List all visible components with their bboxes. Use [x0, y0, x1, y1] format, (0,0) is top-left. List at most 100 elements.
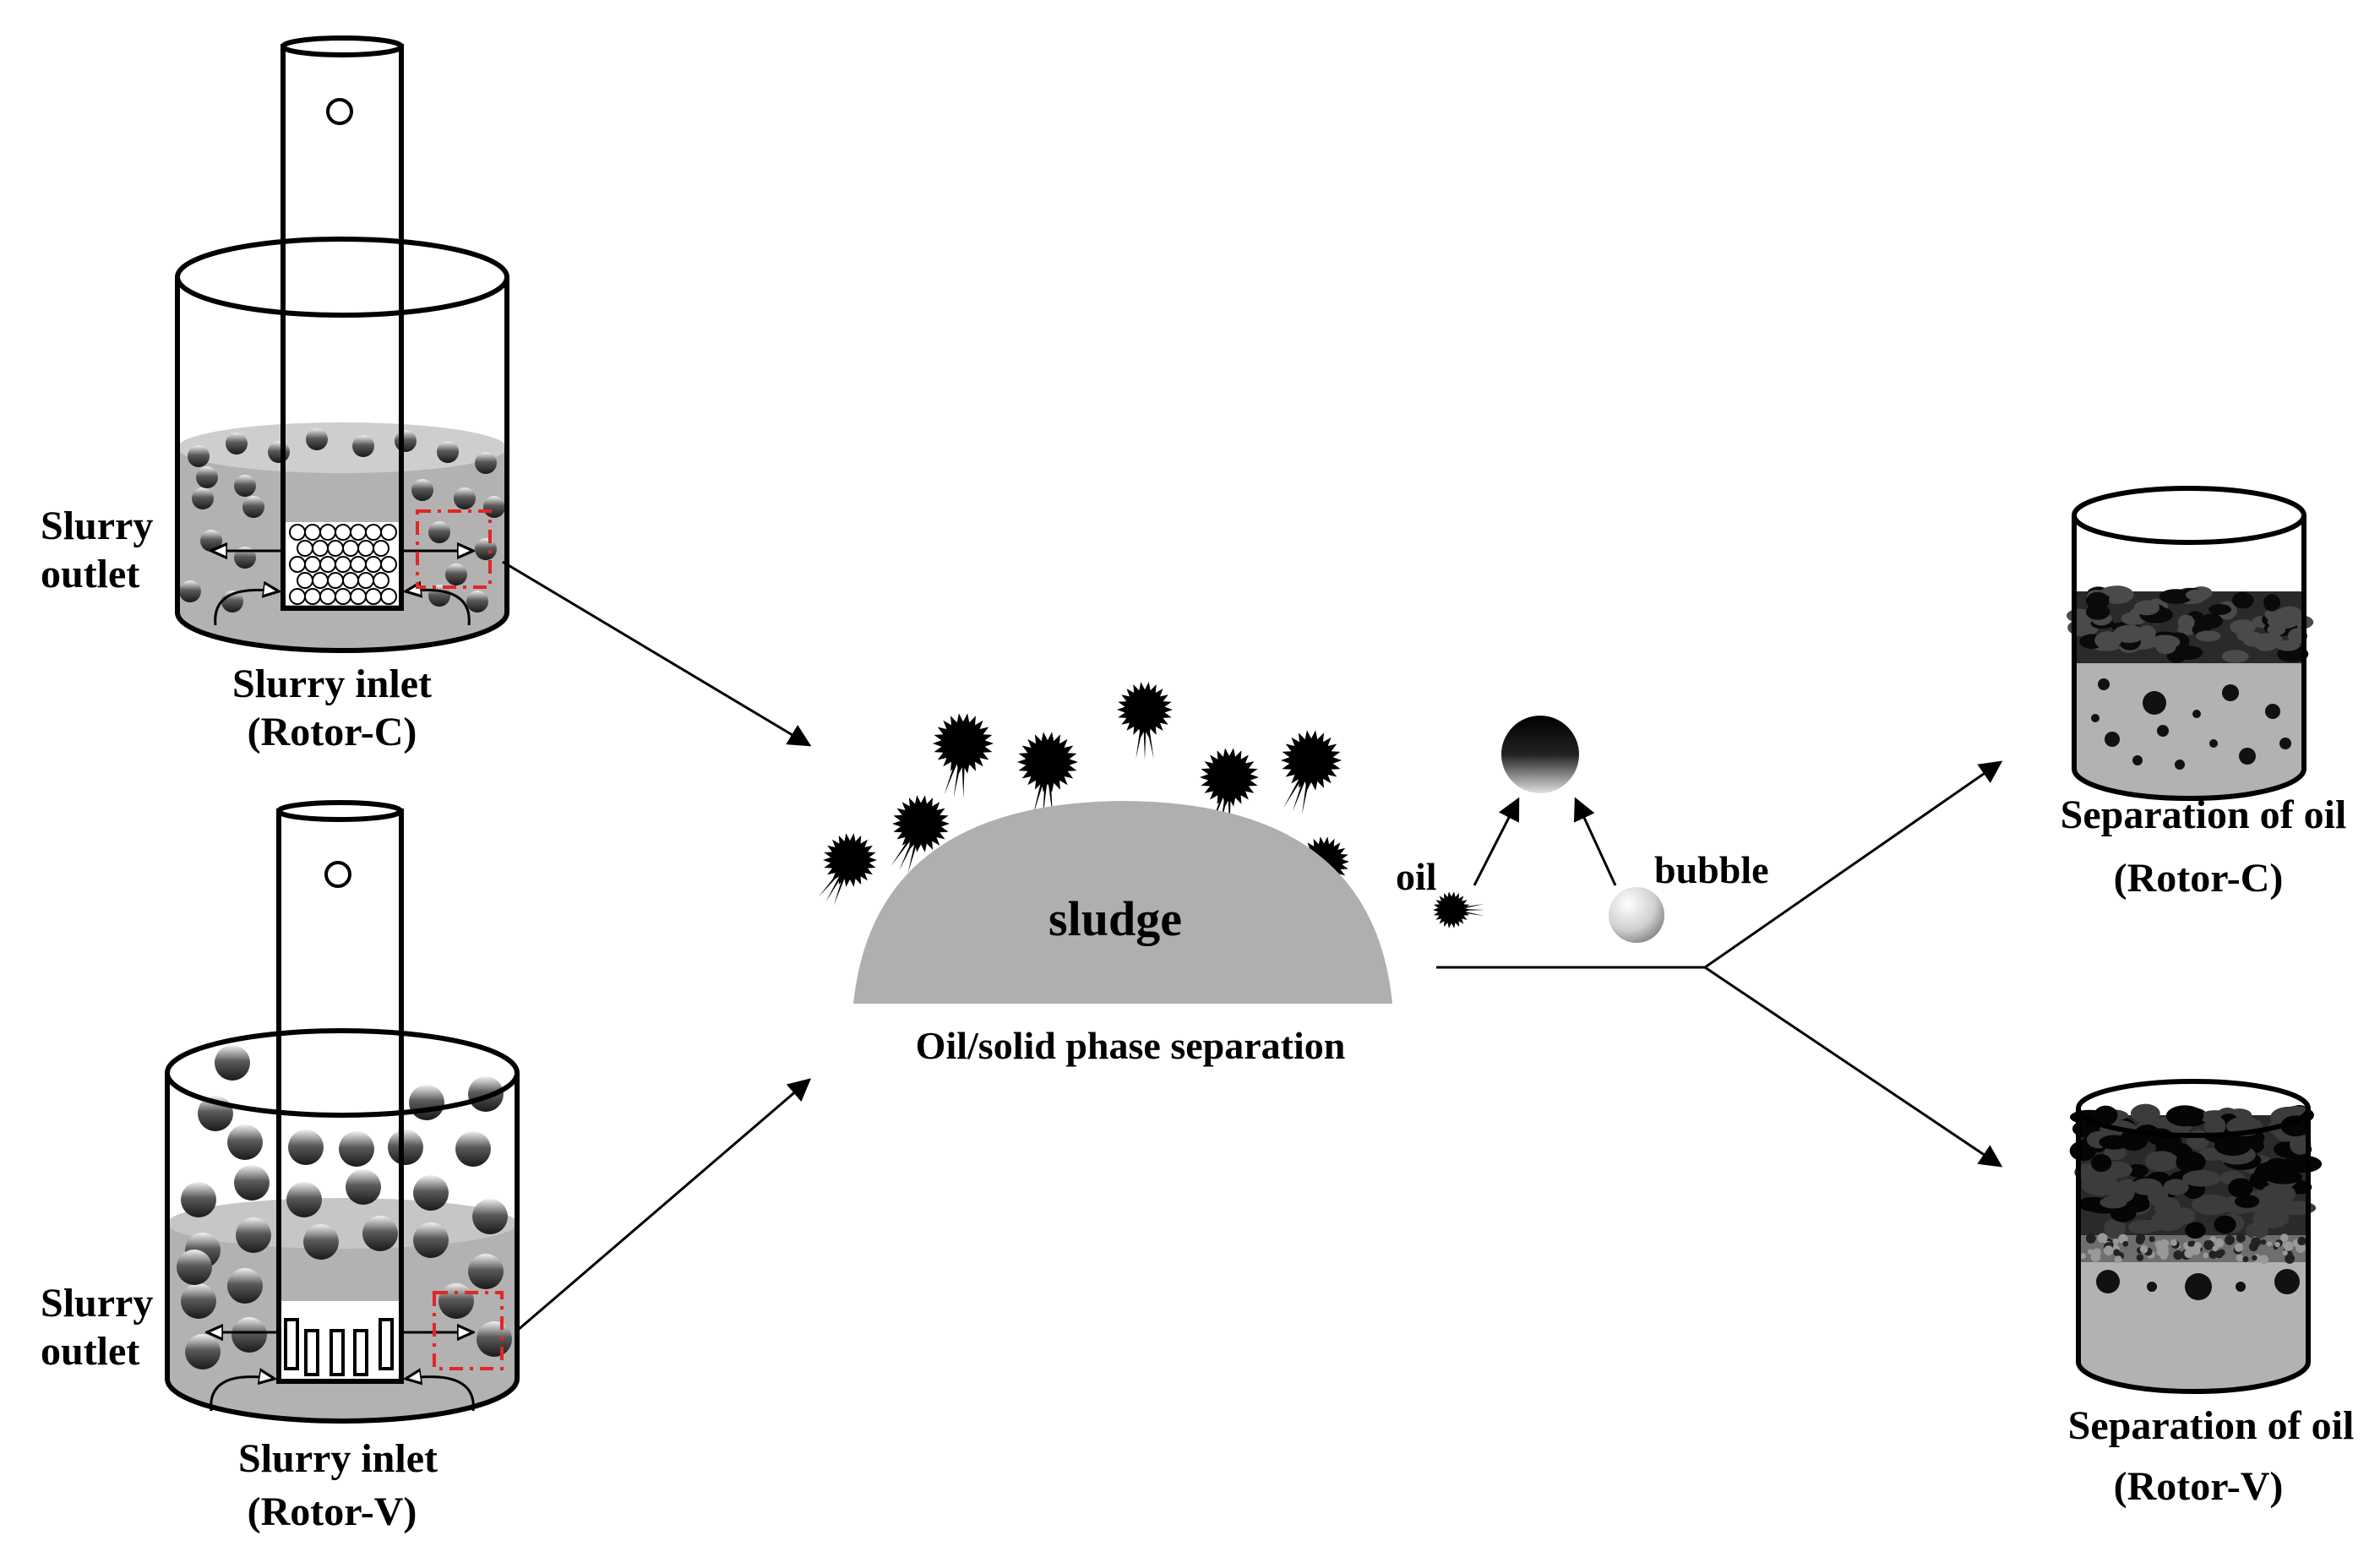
result-v-title: Separation of oil — [2068, 1403, 2355, 1448]
slurry-particle — [475, 538, 497, 560]
slurry-outlet-label-v2: outlet — [41, 1329, 139, 1374]
froth-bubble — [2094, 1105, 2118, 1125]
froth-bubble — [2264, 608, 2286, 621]
froth-bubble — [2203, 1115, 2226, 1136]
rotor-c-hole — [365, 588, 382, 605]
slurry-particle — [215, 1045, 250, 1081]
froth-layer-c — [2066, 585, 2314, 663]
slurry-particle — [288, 1130, 324, 1165]
rotor-c-hole — [304, 556, 321, 573]
vessel-body-c — [175, 277, 509, 653]
sand-grain — [2113, 1249, 2121, 1256]
sand-grain — [2139, 1244, 2149, 1254]
rotor-c-hole — [365, 556, 382, 573]
tank-rotor-v — [165, 800, 520, 1424]
rotor-c-hole — [289, 588, 306, 605]
slurry-particle — [185, 1334, 221, 1369]
slurry-outlet-label-c2: outlet — [41, 552, 139, 596]
bubble-icon — [1609, 887, 1664, 943]
slurry-inlet-label-c: Slurry inlet — [232, 662, 432, 706]
slurry-particle — [196, 466, 218, 488]
slurry-particle — [411, 479, 433, 501]
froth-bubble — [2228, 1178, 2253, 1198]
slurry-particle — [181, 1182, 216, 1217]
sediment-dot — [2279, 738, 2291, 749]
froth-bubble — [2252, 633, 2279, 651]
rotor-c-hole — [373, 572, 389, 589]
spiky-oil-particles — [818, 682, 1349, 907]
sediment-dots-v — [2096, 1269, 2300, 1300]
froth-bubble — [2100, 1196, 2127, 1209]
sand-grain — [2079, 1253, 2087, 1260]
froth-bubble — [2192, 1194, 2232, 1216]
sand-grain — [2187, 1240, 2194, 1247]
rotor-v-slot — [304, 1329, 319, 1376]
sand-grain — [2251, 1237, 2262, 1248]
froth-bubble — [2195, 630, 2221, 642]
froth-bubble — [2091, 1154, 2112, 1173]
rotor-c-hole — [297, 540, 313, 557]
sand-grain — [2242, 1255, 2249, 1262]
froth-bubble — [2094, 631, 2121, 650]
sand-grain — [2097, 1233, 2108, 1244]
spiky-oil-particle — [1017, 732, 1078, 817]
froth-bubble — [2282, 1155, 2323, 1173]
sediment-dot — [2274, 1269, 2300, 1294]
rotor-c-hole — [335, 524, 351, 541]
slurry-particle — [179, 580, 201, 602]
froth-bubble — [2099, 1135, 2130, 1150]
slurry-particle — [177, 1250, 212, 1285]
particles-v — [177, 1045, 512, 1369]
froth-bubble — [2104, 1218, 2127, 1239]
sand-grain — [2252, 1255, 2257, 1261]
sand-grain — [2259, 1255, 2269, 1265]
oil-droplet-icon — [1433, 891, 1485, 928]
sand-grain — [2136, 1233, 2146, 1244]
froth-bubble — [2078, 1196, 2109, 1212]
rotor-c-hole — [319, 524, 336, 541]
slurry-particle — [472, 1199, 508, 1234]
froth-bubble — [2214, 1215, 2236, 1234]
sludge-group — [818, 682, 1392, 1004]
slurry-particle — [346, 1169, 381, 1205]
slurry-particle — [477, 1321, 512, 1357]
sand-grain — [2088, 1249, 2094, 1255]
sediment-dot — [2185, 1273, 2212, 1300]
froth-bubble — [2085, 604, 2110, 620]
sand-grain — [2149, 1236, 2155, 1243]
rotor-c-hole — [350, 588, 367, 605]
rotor-c-hole — [297, 572, 313, 589]
froth-bubble — [2234, 1195, 2260, 1208]
slurry-particle — [181, 1283, 216, 1319]
froth-bubble — [2263, 594, 2281, 612]
slurry-particle — [234, 475, 256, 497]
sediment-dot — [2132, 755, 2143, 765]
sludge-label: sludge — [1048, 891, 1182, 946]
sediment-dot — [2091, 714, 2100, 722]
froth-bubble — [2185, 1222, 2206, 1239]
slurry-particle — [454, 487, 476, 509]
froth-bubble — [2127, 1220, 2158, 1234]
sand-grain — [2282, 1250, 2288, 1256]
result-c-title: Separation of oil — [2061, 792, 2347, 837]
sand-grain — [2234, 1243, 2244, 1252]
froth-bubble — [2280, 1115, 2311, 1137]
sediment-dot — [2157, 725, 2169, 737]
result-c-rotor: (Rotor-C) — [2114, 856, 2284, 901]
sand-grain — [2236, 1233, 2246, 1243]
rotor-c-hole — [365, 524, 382, 541]
froth-bubble — [2264, 1169, 2303, 1184]
froth-bubble — [2177, 614, 2195, 630]
slurry-particle — [339, 1131, 374, 1167]
slurry-inlet-label-v: Slurry inlet — [238, 1436, 438, 1481]
rotor-c-hole — [350, 524, 367, 541]
sediment-dot — [2192, 710, 2201, 718]
oil-bubble-aggregate — [1501, 716, 1579, 793]
froth-bubble — [2154, 1196, 2181, 1218]
slurry-particle — [468, 1076, 504, 1112]
rotor-v-label: (Rotor-V) — [248, 1489, 417, 1534]
rotor-c-hole — [319, 588, 336, 605]
slurry-particle — [226, 433, 248, 455]
highlight-box-c — [416, 509, 492, 589]
froth-bubble — [2275, 640, 2300, 651]
